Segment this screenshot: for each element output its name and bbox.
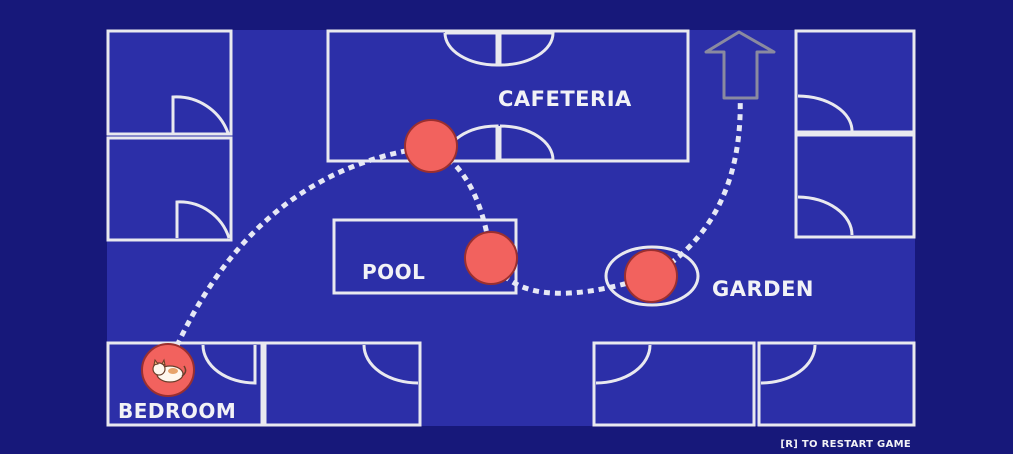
cafeteria-label: CAFETERIA: [498, 87, 632, 111]
up-arrow-icon[interactable]: [704, 30, 776, 100]
route-bedroom-to-cafeteria: [165, 144, 431, 367]
pool-label: POOL: [362, 260, 425, 284]
room-right-middle: [794, 133, 916, 239]
restart-hint: [R] TO RESTART GAME: [780, 439, 911, 450]
door-bedroom: [201, 344, 257, 385]
room-bottom-2: [263, 341, 422, 427]
bedroom-room[interactable]: [106, 341, 264, 427]
room-bottom-3: [592, 341, 756, 427]
door-left-top: [171, 95, 230, 134]
bedroom-label: BEDROOM: [118, 399, 236, 423]
room-left-top: [106, 29, 233, 136]
node-cafeteria[interactable]: [404, 119, 458, 173]
route-garden-to-exit: [650, 91, 743, 279]
door-right-top: [797, 94, 854, 132]
door-cafeteria-top-right: [498, 31, 555, 67]
room-right-top: [794, 29, 916, 134]
door-bottom-4: [760, 344, 817, 385]
room-left-middle: [106, 136, 233, 242]
node-garden[interactable]: [624, 249, 678, 303]
door-bottom-2: [362, 344, 419, 385]
floor: [107, 30, 915, 426]
cat-icon: [152, 358, 187, 383]
room-bottom-4: [757, 341, 916, 427]
door-cafeteria-top-left: [443, 31, 499, 67]
door-right-middle: [797, 195, 854, 236]
garden-area[interactable]: [604, 245, 700, 307]
garden-label: GARDEN: [712, 277, 814, 301]
door-cafeteria-bottom-right: [498, 124, 555, 162]
node-pool[interactable]: [464, 231, 518, 285]
door-bottom-3: [595, 344, 652, 385]
door-left-middle: [175, 200, 231, 239]
